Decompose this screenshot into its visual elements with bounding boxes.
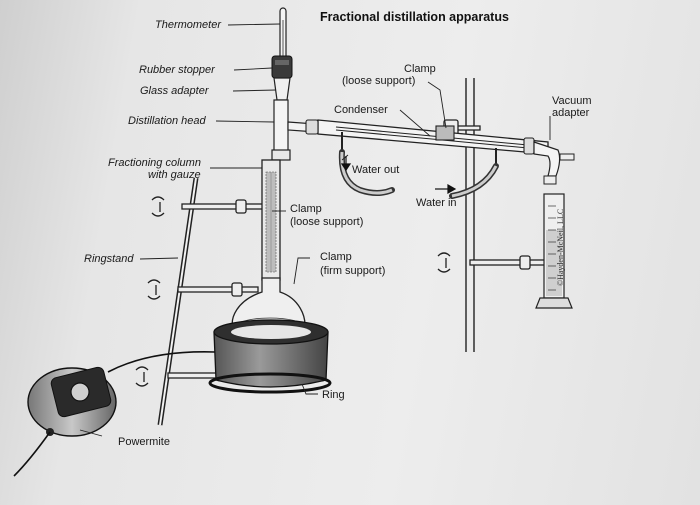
right-ringstand [465,78,475,352]
label-vacuum-adapter-line2: adapter [552,107,590,119]
glass-adapter [273,77,291,101]
rubber-stopper [271,55,293,79]
label-clamp-top-line2: (loose support) [342,75,416,87]
label-powermite: Powermite [118,436,170,448]
label-water-in: Water in [416,197,457,209]
label-fractioning-column-line2: with gauze [148,169,201,181]
label-clamp-mid-line2: (loose support) [290,216,364,228]
distillation-head [271,99,291,161]
label-rubber-stopper: Rubber stopper [139,64,215,76]
copyright-credit: ©Hayden-McNeil, LLC [556,208,565,286]
left-ringstand [157,177,199,426]
label-thermometer: Thermometer [155,19,222,31]
label-clamp-top-line1: Clamp [404,63,436,75]
label-fractioning-column-line1: Fractioning column [108,157,201,169]
label-clamp-mid-line1: Clamp [290,203,322,215]
label-clamp-firm-line1: Clamp [320,251,352,263]
fractionating-column [261,159,281,281]
label-glass-adapter: Glass adapter [140,85,209,97]
condenser [287,119,549,166]
label-water-out: Water out [352,164,400,176]
label-clamp-firm-line2: (firm support) [320,265,386,277]
label-distillation-head: Distillation head [128,115,206,127]
thermometer [279,7,287,61]
label-leaders [79,23,551,437]
flow-arrows [340,156,457,195]
label-condenser: Condenser [334,104,388,116]
diagram-title: Fractional distillation apparatus [320,10,509,24]
label-ring: Ring [322,389,345,401]
vacuum-adapter [533,141,575,185]
powermite-controller [27,366,117,437]
graduated-cylinder [535,193,573,309]
label-ringstand: Ringstand [84,253,134,265]
label-vacuum-adapter-line1: Vacuum [552,95,592,107]
support-ring [208,372,332,394]
power-cords [13,351,216,477]
